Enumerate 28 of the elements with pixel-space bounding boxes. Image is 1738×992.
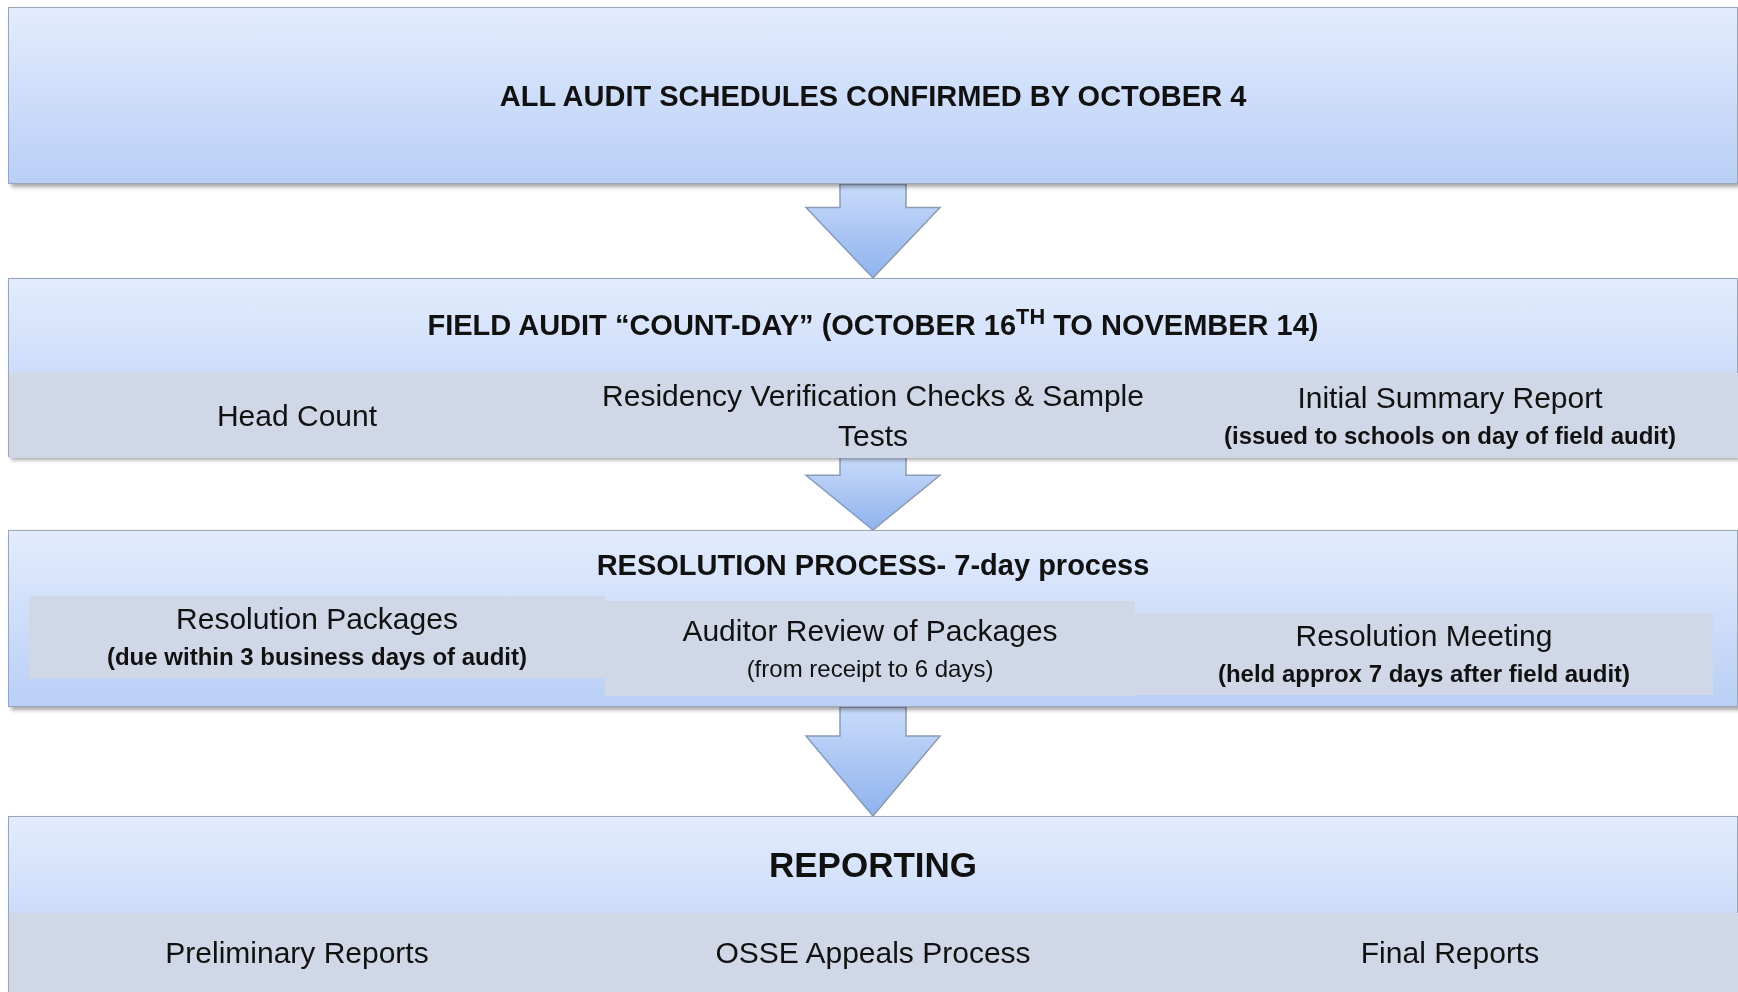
step-label: Resolution Meeting: [1295, 618, 1553, 654]
stage-box: [8, 278, 1738, 457]
step-label: Preliminary Reports: [165, 935, 429, 971]
step-note: (issued to schools on day of field audit): [1224, 420, 1676, 451]
step-label: OSSE Appeals Process: [715, 935, 1031, 971]
step-panel: [9, 913, 585, 992]
step-label: Residency Verification Checks & Sample Tests: [601, 377, 1145, 454]
block-arrow: [804, 183, 942, 280]
stage-box: [8, 816, 1738, 992]
stage-box: [8, 530, 1738, 707]
stage-heading: FIELD AUDIT “COUNT-DAY” (OCTOBER 16$^{TH}$ TO NOVEMBER 14): [427, 304, 1319, 344]
step-label: Final Reports: [1360, 935, 1540, 971]
step-panel: [9, 373, 585, 458]
stage-box: [8, 7, 1738, 184]
step-label: Head Count: [216, 397, 378, 434]
block-arrow: [804, 706, 942, 818]
step-panel: [1161, 373, 1738, 458]
step-label: Auditor Review of Packages: [682, 612, 1058, 649]
step-note: (from receipt to 6 days): [746, 653, 994, 684]
step-label: Initial Summary Report: [1297, 379, 1603, 416]
stage-heading: REPORTING: [768, 843, 978, 886]
step-note: (held approx 7 days after field audit): [1217, 659, 1631, 689]
stage-heading: RESOLUTION PROCESS- 7-day process: [596, 548, 1150, 584]
step-label: Resolution Packages: [176, 601, 458, 637]
step-panel: [1161, 913, 1738, 992]
step-note: (due within 3 business days of audit): [106, 642, 528, 672]
stage-heading: ALL AUDIT SCHEDULES CONFIRMED BY OCTOBER 4: [499, 78, 1247, 114]
block-arrow: [803, 456, 943, 531]
